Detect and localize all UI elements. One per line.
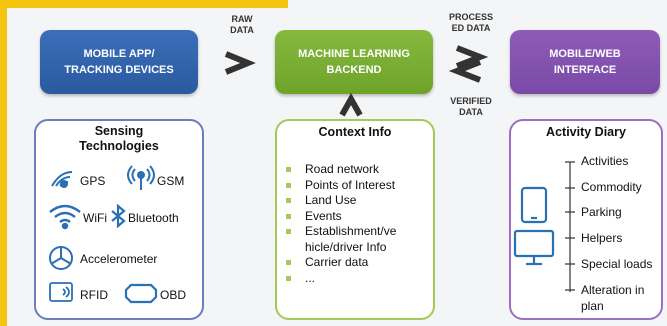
context-item: Land Use	[283, 193, 396, 209]
obd-label: OBD	[160, 288, 187, 302]
context-list: Road network Points of Interest Land Use…	[283, 162, 396, 286]
wifi-label: WiFi	[83, 211, 107, 225]
sensing-title: Sensing Technologies	[79, 124, 159, 153]
diary-item: Alteration in	[581, 283, 645, 297]
context-title: Context Info	[318, 125, 392, 139]
diary-tree-lines	[565, 161, 575, 292]
context-item: Road network	[283, 162, 396, 178]
gsm-icon	[127, 165, 155, 190]
diary-item: Activities	[581, 154, 629, 168]
monitor-icon	[513, 229, 555, 266]
wifi-icon	[49, 204, 81, 230]
bluetooth-label: Bluetooth	[128, 211, 179, 225]
up-arrow-icon	[339, 92, 363, 117]
diary-title: Activity Diary	[546, 125, 626, 139]
verified-data-arrow-icon	[448, 59, 482, 83]
gps-icon	[51, 171, 73, 188]
diary-item: Parking	[581, 205, 622, 219]
context-panel	[275, 119, 435, 320]
verified-data-label: VERIFIED DATA	[450, 96, 492, 117]
accent-bar-left	[0, 0, 7, 326]
tablet-icon	[520, 186, 548, 224]
bluetooth-icon	[111, 203, 126, 229]
context-item: Points of Interest	[283, 178, 396, 194]
diary-item: Helpers	[581, 231, 623, 245]
gsm-label: GSM	[157, 174, 185, 188]
accelerometer-icon	[49, 246, 73, 270]
accelerometer-label: Accelerometer	[80, 252, 158, 266]
interface-box: MOBILE/WEB INTERFACE	[510, 30, 660, 94]
ml-backend-box: MACHINE LEARNING BACKEND	[275, 30, 433, 94]
accent-bar-top	[0, 0, 288, 8]
raw-data-label: RAW DATA	[230, 14, 254, 35]
diary-panel	[509, 119, 663, 320]
context-item: ...	[283, 271, 396, 287]
context-item: hicle/driver Info	[305, 239, 387, 254]
context-item: Events	[283, 209, 396, 225]
diary-item: plan	[581, 299, 604, 313]
diary-item: Commodity	[581, 180, 642, 194]
rfid-icon	[49, 282, 73, 302]
diary-item: Special loads	[581, 257, 653, 271]
processed-data-arrow-icon	[455, 45, 489, 69]
processed-data-label: PROCESS ED DATA	[448, 12, 493, 33]
obd-icon	[124, 283, 158, 304]
context-item: Carrier data	[283, 255, 396, 271]
rfid-label: RFID	[80, 288, 108, 302]
raw-data-arrow-icon	[224, 51, 256, 75]
gps-label: GPS	[80, 174, 106, 188]
context-item: Establishment/ve	[283, 224, 396, 240]
mobile-app-box: MOBILE APP/ TRACKING DEVICES	[40, 30, 198, 94]
